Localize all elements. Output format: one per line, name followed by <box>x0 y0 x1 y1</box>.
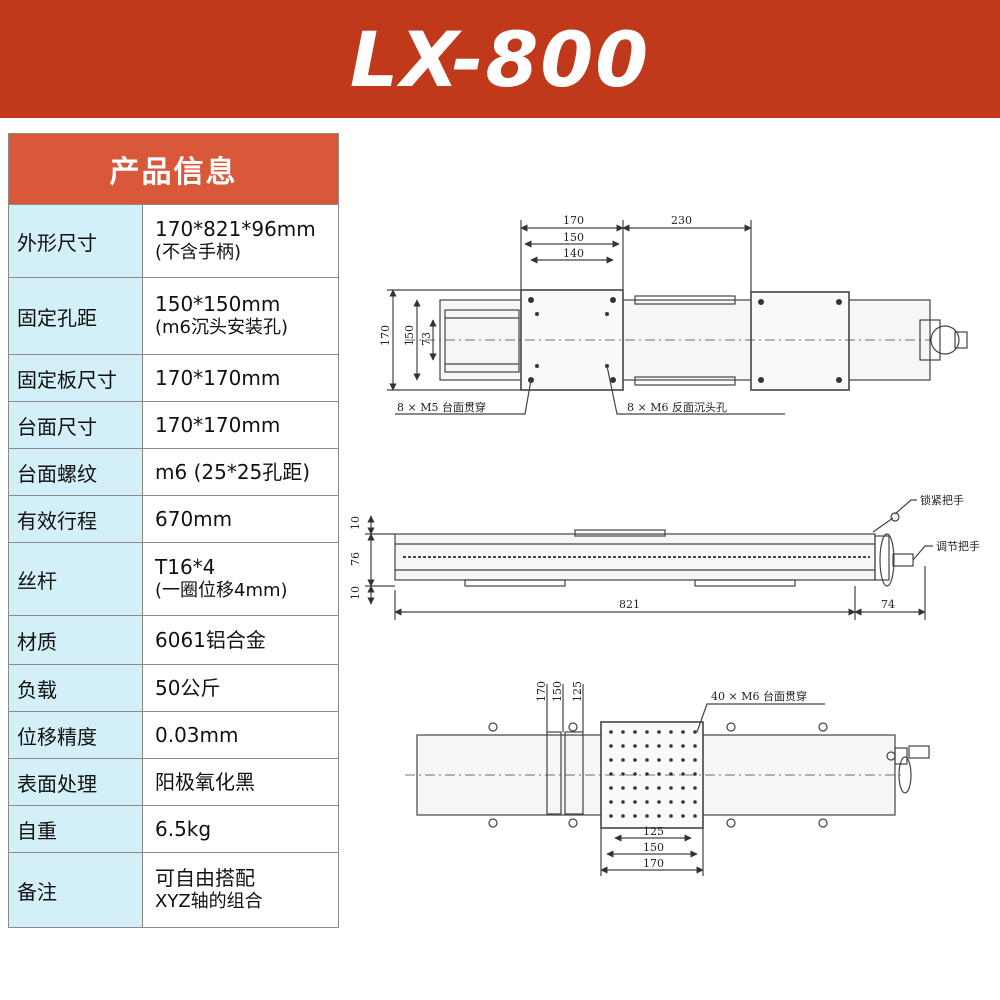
bottom-view-drawing <box>405 684 930 876</box>
dim-label: 10 <box>349 516 362 530</box>
side-view-drawing <box>365 499 933 620</box>
spec-label: 位移精度 <box>9 712 143 758</box>
spec-row: 台面尺寸 170*170mm <box>9 402 338 449</box>
spec-row: 丝杆 T16*4(一圈位移4mm) <box>9 543 338 616</box>
spec-value: 0.03mm <box>155 722 239 747</box>
spec-row: 自重 6.5kg <box>9 806 338 853</box>
spec-value: m6 (25*25孔距) <box>155 459 311 484</box>
spec-value: 6.5kg <box>155 816 212 841</box>
spec-label: 备注 <box>9 853 143 927</box>
dim-label: 170 <box>563 214 584 227</box>
spec-label: 外形尺寸 <box>9 205 143 277</box>
spec-label: 材质 <box>9 616 143 664</box>
note-label: 8 × M6 反面沉头孔 <box>627 401 727 414</box>
spec-value-note: (不含手柄) <box>155 242 242 264</box>
spec-label: 台面螺纹 <box>9 449 143 495</box>
dim-label: 150 <box>551 681 564 702</box>
dim-label: 76 <box>349 552 362 566</box>
spec-value: 670mm <box>155 506 233 531</box>
title-banner: LX-800 <box>0 0 1000 118</box>
dim-label: 821 <box>619 598 640 611</box>
spec-label: 台面尺寸 <box>9 402 143 448</box>
callout-label: 锁紧把手 <box>920 493 964 507</box>
dim-label: 150 <box>403 325 416 346</box>
spec-row: 位移精度 0.03mm <box>9 712 338 759</box>
spec-row: 台面螺纹 m6 (25*25孔距) <box>9 449 338 496</box>
spec-label: 丝杆 <box>9 543 143 615</box>
spec-row: 固定孔距 150*150mm(m6沉头安装孔) <box>9 278 338 355</box>
spec-value: 170*170mm <box>155 365 281 390</box>
spec-row: 负载 50公斤 <box>9 665 338 712</box>
spec-value: 可自由搭配 <box>155 866 255 891</box>
spec-row: 表面处理 阳极氧化黑 <box>9 759 338 806</box>
dim-label: 170 <box>643 857 664 870</box>
dim-label: 140 <box>563 247 584 260</box>
spec-value: 阳极氧化黑 <box>155 769 255 794</box>
spec-value: 150*150mm <box>155 292 281 317</box>
spec-table: 产品信息 外形尺寸 170*821*96mm(不含手柄) 固定孔距 150*15… <box>8 133 339 928</box>
spec-value: 170*821*96mm <box>155 217 316 242</box>
spec-row: 有效行程 670mm <box>9 496 338 543</box>
spec-label: 负载 <box>9 665 143 711</box>
spec-label: 固定孔距 <box>9 278 143 354</box>
spec-label: 表面处理 <box>9 759 143 805</box>
dim-label: 73 <box>420 332 433 346</box>
dim-label: 150 <box>643 841 664 854</box>
spec-value: 6061铝合金 <box>155 627 266 652</box>
spec-value-note: (m6沉头安装孔) <box>155 317 289 339</box>
spec-value: 50公斤 <box>155 675 221 700</box>
note-label: 40 × M6 台面贯穿 <box>711 689 807 703</box>
dim-label: 170 <box>379 325 392 346</box>
technical-drawing: 170 150 140 230 170 150 73 8 × M5 台面贯穿 8… <box>349 214 980 876</box>
product-model-title: LX-800 <box>349 14 651 104</box>
spec-row: 固定板尺寸 170*170mm <box>9 355 338 402</box>
dim-label: 230 <box>671 214 692 227</box>
top-view-drawing <box>387 220 968 415</box>
spec-value: 170*170mm <box>155 412 281 437</box>
dim-label: 150 <box>563 231 584 244</box>
spec-label: 固定板尺寸 <box>9 355 143 401</box>
spec-label: 有效行程 <box>9 496 143 542</box>
spec-label: 自重 <box>9 806 143 852</box>
spec-row: 外形尺寸 170*821*96mm(不含手柄) <box>9 205 338 278</box>
dim-label: 170 <box>535 681 548 702</box>
spec-value-note: (一圈位移4mm) <box>155 580 288 602</box>
spec-row: 材质 6061铝合金 <box>9 616 338 665</box>
spec-table-heading: 产品信息 <box>9 134 338 205</box>
spec-value-note: XYZ轴的组合 <box>155 891 263 913</box>
dim-label: 10 <box>349 586 362 600</box>
dim-label: 125 <box>571 681 584 702</box>
dim-label: 74 <box>881 598 895 611</box>
spec-value: T16*4 <box>155 555 216 580</box>
dim-label: 125 <box>643 825 664 838</box>
callout-label: 调节把手 <box>936 539 980 553</box>
note-label: 8 × M5 台面贯穿 <box>397 400 486 414</box>
